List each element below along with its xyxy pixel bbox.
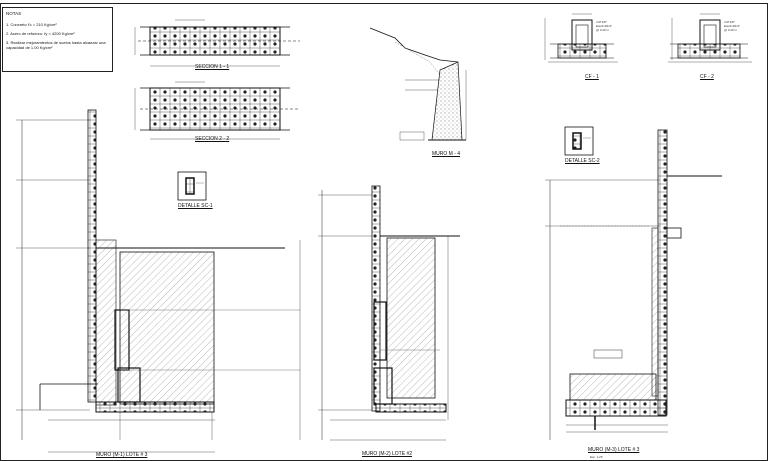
cf2-drawing [668, 13, 752, 63]
cf1-spacing-label: @ 0.20 m [596, 28, 610, 32]
title-detalle-sc1: DETALLE SC-1 [178, 203, 213, 209]
notes-heading: NOTAS [6, 11, 22, 16]
cf2-spacing-label: @ 0.20 m [724, 28, 738, 32]
note-1: 1. Concreto f'c = 210 Kg/cm² [6, 21, 57, 27]
title-seccion-2: SECCION 2 - 2 [195, 136, 230, 142]
title-detalle-sc2: DETALLE SC-2 [565, 158, 600, 164]
title-muro-m2: MURO (M-2) LOTE #2 [362, 451, 413, 457]
title-cf1: CF - 1 [585, 74, 599, 80]
scale-muro-m3: Esc. 1:25 [590, 455, 603, 459]
cf1-bar-label: 4 Ø 3/8" [596, 20, 607, 24]
muro-m1-drawing [16, 109, 301, 453]
detalle-sc2-drawing [564, 126, 594, 156]
note-3: 3. Realizar mejoramientos de suelos hast… [6, 39, 106, 50]
muro-m3-drawing [545, 129, 722, 440]
note-2: 2. Acero de refuerzo: fy = 4200 Kg/cm² [6, 30, 75, 36]
cf1-stirrup-label: Estrib Ø1/4" [596, 24, 613, 28]
cf2-stirrup-label: Estrib Ø1/4" [724, 24, 741, 28]
detalle-sc1-drawing [177, 171, 207, 201]
title-muro-m3: MURO (M-3) LOTE # 3 [588, 447, 640, 453]
title-muro-m4: MURO M - 4 [432, 151, 461, 157]
cf1-drawing [544, 13, 618, 63]
title-cf2: CF - 2 [700, 74, 714, 80]
title-seccion-1: SECCION 1 - 1 [195, 64, 230, 70]
notes-box: NOTAS 1. Concreto f'c = 210 Kg/cm² 2. Ac… [2, 7, 113, 72]
cf2-bar-label: 4 Ø 3/8" [724, 20, 735, 24]
title-muro-m1: MURO (M-1) LOTE # 3 [96, 452, 148, 458]
seccion-2-2-drawing [134, 81, 300, 140]
muro-m4-drawing [369, 27, 467, 141]
muro-m2-drawing [318, 185, 460, 441]
seccion-1-1-drawing [134, 19, 300, 67]
